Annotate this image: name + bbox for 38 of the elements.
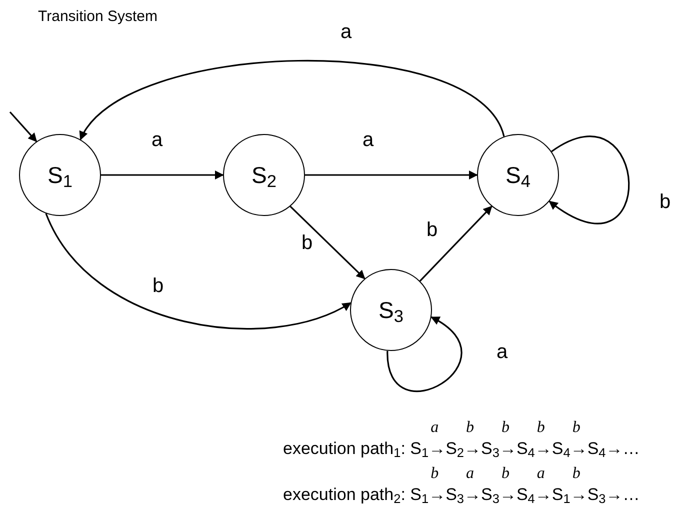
state-label: S$_{3}$ (378, 298, 404, 322)
transition-label: b (572, 466, 580, 482)
path-text: →S$_{2}$ (428, 439, 464, 458)
transition-label: a (536, 466, 545, 482)
arrow (548, 136, 630, 224)
arrow (9, 111, 38, 142)
path-text: execution path$_{2}$: S$_{1}$ (283, 484, 429, 504)
path-text: →S$_{1}$ (534, 484, 570, 504)
path-text: →S$_{3}$ (464, 484, 500, 504)
diagram-title: Transition System (38, 7, 158, 27)
arrow (101, 170, 224, 180)
state-label: S$_{2}$ (252, 164, 276, 186)
arrow (305, 170, 478, 180)
arrow (386, 316, 462, 392)
transition-label: a (430, 420, 439, 436)
arrow (80, 60, 505, 140)
arrow (45, 213, 352, 330)
path-text: →S$_{4}$ (534, 439, 570, 458)
path-text: →S$_{4}$ (499, 484, 535, 504)
transition-label: b (466, 420, 474, 436)
transition-label: b (501, 466, 510, 482)
path-text: execution path$_{1}$: S$_{1}$ (283, 439, 429, 458)
path-text: →S$_{4}$ (499, 439, 535, 458)
transition-label: b (430, 466, 439, 482)
transition-label: b (536, 420, 545, 436)
transition-label: b (572, 420, 580, 436)
path-text: →S$_{4}$ (570, 439, 606, 458)
arrow (419, 206, 492, 282)
arrow (290, 206, 366, 280)
state-label: S$_{4}$ (506, 164, 530, 186)
path-text: →… (606, 484, 640, 504)
path-text: →S$_{3}$ (428, 484, 464, 504)
path-text: →S$_{3}$ (464, 439, 500, 458)
transition-label: b (501, 420, 510, 436)
path-text: →S$_{3}$ (570, 484, 606, 504)
path-text: →… (606, 439, 640, 458)
state-label: S$_{1}$ (48, 164, 72, 186)
transition-label: a (466, 466, 474, 482)
